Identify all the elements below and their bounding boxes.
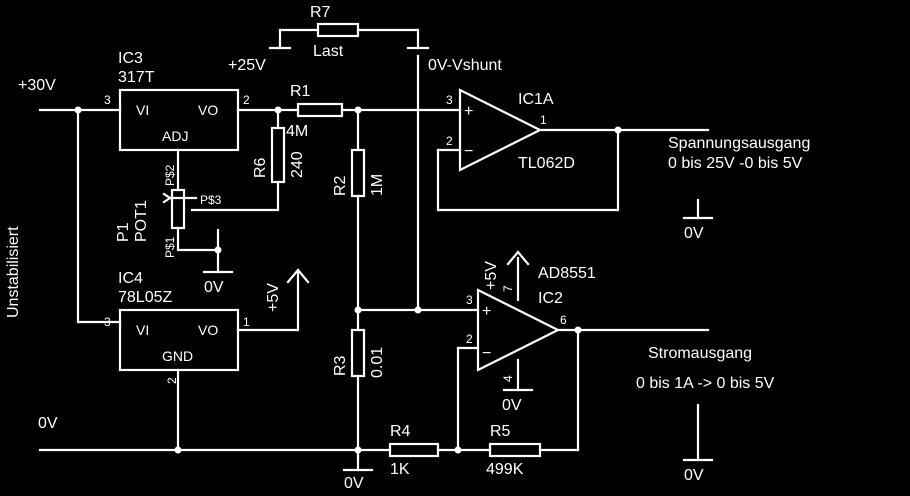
ic4-gnd: GND xyxy=(162,348,193,364)
ground-bottom-label: 0V xyxy=(344,475,364,492)
ic2-plus: + xyxy=(482,303,491,320)
ic4-regulator: IC4 78L05Z VI VO GND 3 1 2 xyxy=(104,270,250,384)
net-plus5v-ic2: +5V xyxy=(483,261,500,290)
r4-name: R4 xyxy=(390,423,411,440)
output-voltage-title: Spannungsausgang xyxy=(668,135,810,152)
ground-strom-out: 0V xyxy=(682,458,714,484)
junctions xyxy=(74,106,622,454)
ic3-value: 317T xyxy=(118,69,155,86)
r6-value: 240 xyxy=(289,151,306,178)
resistor-r7: R7 Last xyxy=(268,4,430,60)
r7-name: R7 xyxy=(310,4,331,21)
ground-ic2-label: 0V xyxy=(502,397,522,414)
resistor-r6: R6 240 xyxy=(252,126,306,184)
ic2-minus: − xyxy=(482,345,491,362)
ic3-vi: VI xyxy=(136,102,149,118)
ground-pot-label: 0V xyxy=(204,279,224,296)
ic3-vo: VO xyxy=(198,102,218,118)
ic4-vo: VO xyxy=(198,322,218,338)
net-zero-v-shunt: 0V-Vshunt xyxy=(428,57,502,74)
ground-strom-out-label: 0V xyxy=(684,467,704,484)
ground-pot: 0V xyxy=(202,270,234,296)
ic1a-pin-plus: 3 xyxy=(446,93,453,107)
p1-pin2: P$2 xyxy=(163,164,177,186)
net-plus5v-ic4: +5V xyxy=(265,283,282,312)
opamp-ic1a: + − 3 2 1 IC1A TL062D xyxy=(446,88,575,172)
p1-pin1: P$1 xyxy=(163,236,177,258)
ground-ic1-out: 0V xyxy=(682,216,714,242)
ic1a-plus: + xyxy=(464,103,473,120)
wires xyxy=(38,28,710,472)
net-plus25v: +25V xyxy=(228,57,266,74)
resistor-r1: R1 4M xyxy=(286,83,344,140)
net-plus30v: +30V xyxy=(18,77,56,94)
net-zero-v-left: 0V xyxy=(38,415,58,432)
r6-name: R6 xyxy=(252,157,269,178)
r1-name: R1 xyxy=(290,83,311,100)
ic3-pin-vo: 2 xyxy=(243,93,250,107)
p1-pin3: P$3 xyxy=(200,193,222,207)
ic3-regulator: IC3 317T VI VO ADJ 3 2 xyxy=(104,50,250,152)
r4-value: 1K xyxy=(390,461,410,478)
output-current-range: 0 bis 1A -> 0 bis 5V xyxy=(636,375,775,392)
ic1a-name: IC1A xyxy=(518,91,554,108)
resistor-r3: R3 0.01 xyxy=(332,328,386,378)
r3-name: R3 xyxy=(332,355,349,376)
resistor-r5: R5 499K xyxy=(486,423,542,478)
opamp-ic2: + − 3 2 6 7 4 IC2 AD8551 xyxy=(466,265,596,382)
ic1a-pin-out: 1 xyxy=(540,113,547,127)
output-current-title: Stromausgang xyxy=(648,345,752,362)
r1-value: 4M xyxy=(286,123,308,140)
ic4-pin-gnd: 2 xyxy=(165,377,179,384)
ic3-adj: ADJ xyxy=(162,128,188,144)
ground-ic1-out-label: 0V xyxy=(684,225,704,242)
ic4-pin-vo: 1 xyxy=(243,315,250,329)
p1-value: POT1 xyxy=(133,200,150,242)
r7-value: Last xyxy=(313,43,344,60)
ground-ic2: 0V xyxy=(502,388,534,414)
resistor-r4: R4 1K xyxy=(388,423,440,478)
ic2-pin-gnd: 4 xyxy=(501,375,515,382)
r2-name: R2 xyxy=(332,175,349,196)
ic3-name: IC3 xyxy=(118,50,143,67)
ic4-vi: VI xyxy=(136,322,149,338)
ic2-pin-vcc: 7 xyxy=(501,285,515,292)
r5-value: 499K xyxy=(486,461,524,478)
r2-value: 1M xyxy=(369,174,386,196)
supply-arrow-ic2: +5V xyxy=(483,250,530,290)
potentiometer-p1: P1 POT1 P$2 P$3 P$1 xyxy=(115,164,222,258)
ic4-name: IC4 xyxy=(118,270,143,287)
output-voltage-range: 0 bis 25V -0 bis 5V xyxy=(668,155,803,172)
ic1a-value: TL062D xyxy=(518,155,575,172)
r3-value: 0.01 xyxy=(369,347,386,378)
ic2-value: AD8551 xyxy=(538,265,596,282)
ic2-pin-plus: 3 xyxy=(466,293,473,307)
ic4-pin-vi: 3 xyxy=(104,315,111,329)
ic2-pin-minus: 2 xyxy=(466,332,473,346)
ground-bottom: 0V xyxy=(342,468,374,492)
r5-name: R5 xyxy=(490,423,511,440)
ic4-value: 78L05Z xyxy=(118,289,172,306)
supply-arrow-ic4: +5V xyxy=(265,268,310,312)
ic2-pin-out: 6 xyxy=(560,313,567,327)
p1-name: P1 xyxy=(115,222,132,242)
ic2-name: IC2 xyxy=(538,290,563,307)
ic3-pin-vi: 3 xyxy=(104,93,111,107)
resistor-r2: R2 1M xyxy=(332,148,386,198)
ic1a-minus: − xyxy=(464,143,473,160)
ic1a-pin-minus: 2 xyxy=(446,134,453,148)
net-unstabilisiert: Unstabilisiert xyxy=(5,226,22,318)
